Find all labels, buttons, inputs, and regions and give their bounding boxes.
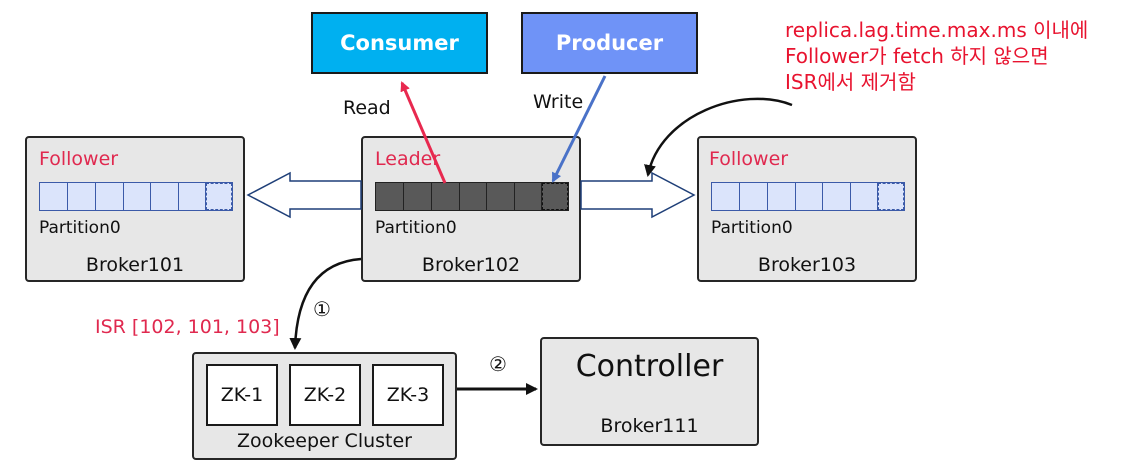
zookeeper-cluster-box: ZK-1 ZK-2 ZK-3 Zookeeper Cluster	[192, 352, 457, 460]
consumer-label: Consumer	[340, 31, 459, 55]
broker103-box: Follower Partition0 Broker103	[697, 136, 917, 282]
consumer-box: Consumer	[311, 12, 488, 74]
annotation-line-1: replica.lag.time.max.ms 이내에	[785, 18, 1089, 42]
write-arrow	[551, 75, 607, 183]
read-label: Read	[343, 97, 391, 119]
annotation-arrow	[644, 97, 793, 177]
broker103-role: Follower	[709, 148, 789, 170]
broker101-name: Broker101	[85, 254, 185, 276]
producer-box: Producer	[521, 12, 698, 74]
broker101-role: Follower	[39, 148, 119, 170]
zk-node-1: ZK-1	[206, 364, 278, 426]
write-label: Write	[533, 91, 584, 113]
broker102-role: Leader	[375, 148, 441, 170]
producer-label: Producer	[555, 31, 664, 55]
read-arrow	[400, 81, 447, 184]
controller-title: Controller	[575, 349, 724, 384]
step1-label: ①	[313, 297, 331, 321]
isr-update-arrow	[289, 257, 362, 350]
broker101-box: Follower Partition0 Broker101	[25, 136, 245, 282]
isr-removal-annotation: replica.lag.time.max.ms 이내에 Follower가 fe…	[785, 17, 1088, 95]
broker102-partition-log	[375, 182, 569, 211]
broker102-name: Broker102	[421, 254, 521, 276]
broker101-partition-log	[39, 182, 233, 211]
zk-node-3: ZK-3	[372, 364, 444, 426]
annotation-line-2: Follower가 fetch 하지 않으면	[785, 44, 1049, 68]
annotation-line-3: ISR에서 제거함	[785, 70, 916, 94]
broker103-partition-label: Partition0	[711, 218, 793, 238]
step2-label: ②	[489, 352, 507, 376]
broker103-partition-log	[711, 182, 905, 211]
replication-arrow-left	[246, 171, 362, 219]
controller-broker-name: Broker111	[600, 415, 699, 437]
replication-arrow-right	[580, 171, 696, 219]
broker102-box: Leader Partition0 Broker102	[361, 136, 581, 282]
zk-node-2: ZK-2	[289, 364, 361, 426]
controller-box: Controller Broker111	[540, 337, 759, 446]
zookeeper-cluster-label: Zookeeper Cluster	[236, 430, 412, 452]
isr-label: ISR [102, 101, 103]	[95, 316, 280, 338]
broker102-partition-label: Partition0	[375, 218, 457, 238]
broker103-name: Broker103	[757, 254, 857, 276]
broker101-partition-label: Partition0	[39, 218, 121, 238]
